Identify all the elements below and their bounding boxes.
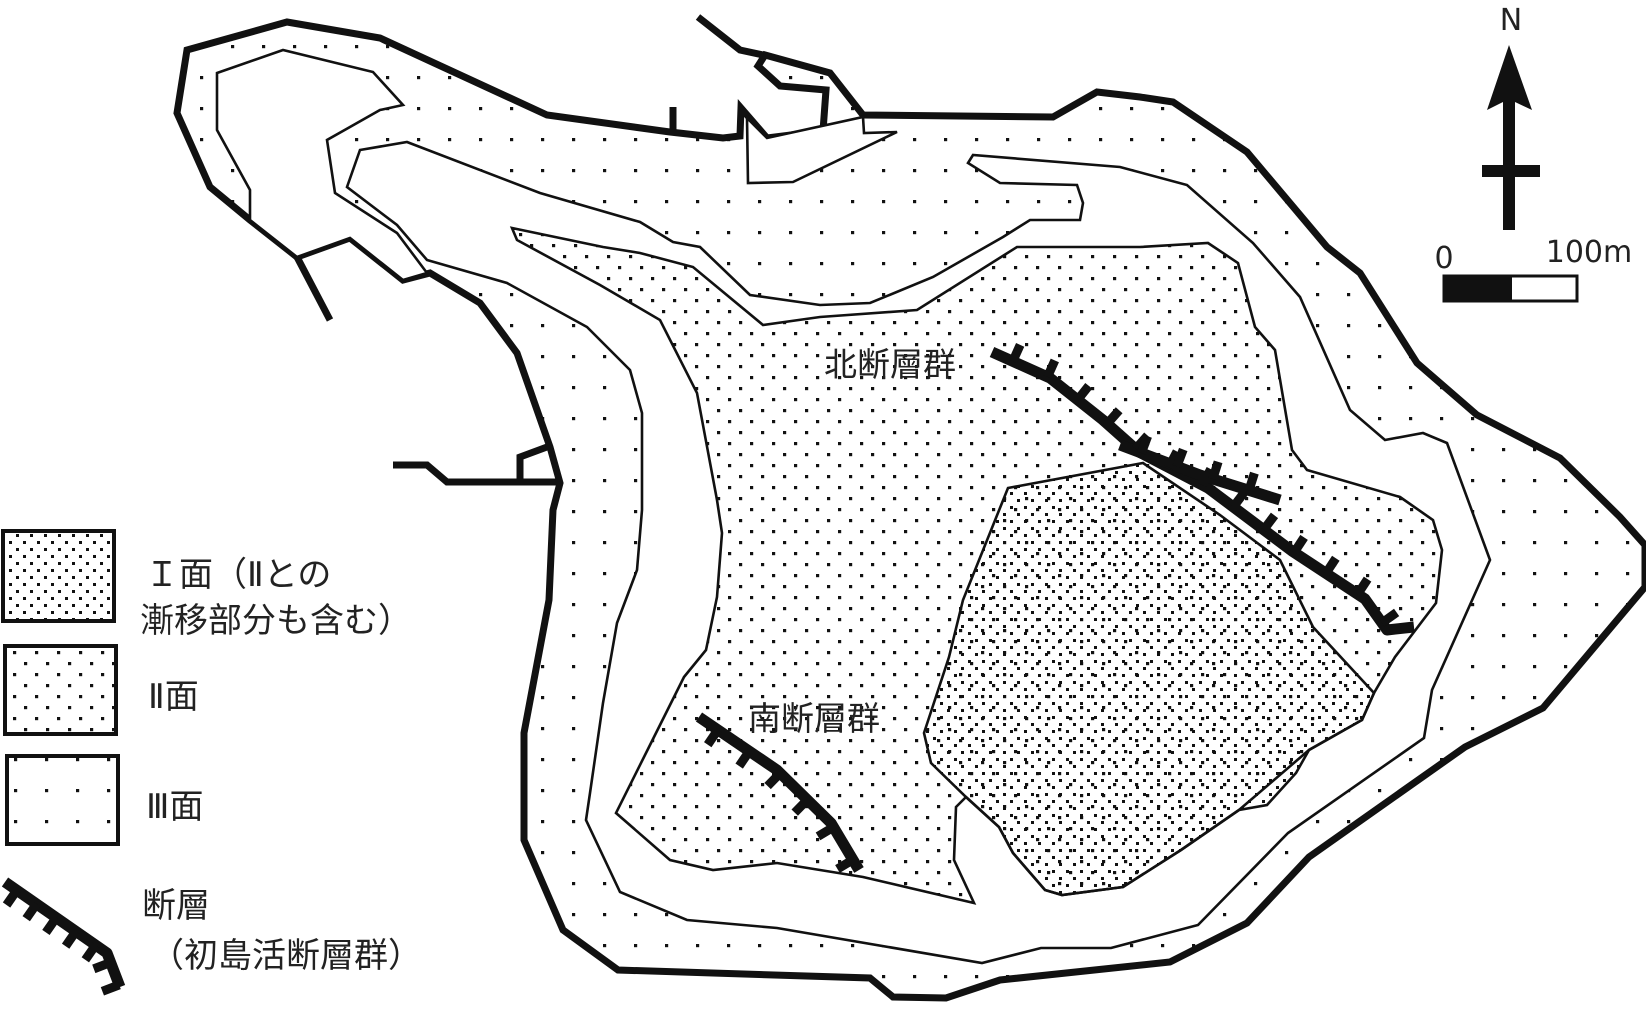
fault-tick (791, 796, 811, 816)
fault-tick (92, 958, 113, 974)
fault-line (1, 877, 126, 989)
fault-tick (100, 980, 121, 996)
harbour-jetty (695, 14, 764, 59)
fault-line (989, 346, 1415, 636)
legend-label: Ｉ面（Ⅱとの (145, 555, 331, 595)
fault-tick (764, 769, 784, 790)
nw-lobe-lowland (215, 48, 430, 282)
fault-tick (22, 901, 41, 922)
legend-label: 漸移部分も含む） (140, 601, 412, 641)
fault-tick (42, 915, 60, 935)
legend-label: （初島活断層群） (150, 936, 422, 976)
north-fault-group (989, 343, 1415, 636)
south-fault-group (695, 712, 864, 873)
fault-line (1118, 439, 1282, 506)
fault-tick (1137, 434, 1152, 455)
fault-tick (1198, 467, 1215, 488)
scale-end-label: 100m (1546, 235, 1632, 270)
fault-tick (1103, 407, 1123, 427)
fault-tick (1379, 608, 1400, 627)
north-label: N (1500, 3, 1522, 38)
surface-1-swatch (1, 529, 116, 623)
fault-tick (2, 887, 21, 908)
scale-start-label: 0 (1434, 241, 1453, 276)
fault-tick (1290, 534, 1308, 555)
fault-tick (1208, 460, 1223, 481)
fault-tick (835, 855, 856, 873)
south-fault-label: 南断層群 (748, 699, 880, 738)
fault-tick (1074, 382, 1093, 403)
harbour-basin (745, 114, 898, 185)
pier-west (393, 461, 560, 486)
fault-tick (1229, 489, 1248, 510)
north-arrow-icon: N (1482, 3, 1540, 230)
legend-item-surface-2: Ⅱ面 (3, 644, 199, 736)
fault-tick (1164, 449, 1181, 470)
legend-label: Ⅲ面 (146, 787, 203, 827)
surface-2-swatch (3, 644, 118, 736)
fault-tick (1008, 343, 1025, 364)
legend-label: 断層 (142, 886, 210, 926)
surface-1-area (922, 461, 1376, 897)
fault-tick (815, 823, 836, 841)
scale-bar: 0 100m (1434, 235, 1632, 303)
fault-line (695, 712, 864, 873)
pier-northwest (293, 255, 334, 322)
fault-tick (704, 727, 722, 748)
fault-tick (1043, 358, 1059, 379)
surface-3-swatch (5, 754, 120, 846)
fault-tick (81, 942, 100, 963)
fault-tick (735, 748, 754, 769)
fault-tick (1244, 471, 1259, 492)
legend-item-surface-1: Ｉ面（Ⅱとの 漸移部分も含む） (1, 529, 412, 641)
legend-item-fault: 断層 （初島活断層群） (1, 877, 422, 996)
legend-item-surface-3: Ⅲ面 (5, 754, 203, 846)
fault-tick (61, 928, 80, 949)
fault-tick (1322, 555, 1340, 576)
pier-west-box (516, 443, 549, 482)
legend-label: Ⅱ面 (148, 677, 199, 717)
north-fault-label: 北断層群 (824, 345, 956, 384)
fault-tick (1353, 576, 1372, 597)
legend: Ｉ面（Ⅱとの 漸移部分も含む） Ⅱ面 Ⅲ面 断層 （初島活断層群） (1, 529, 422, 996)
fault-tick (1172, 447, 1188, 468)
fault-tick (1260, 512, 1279, 533)
